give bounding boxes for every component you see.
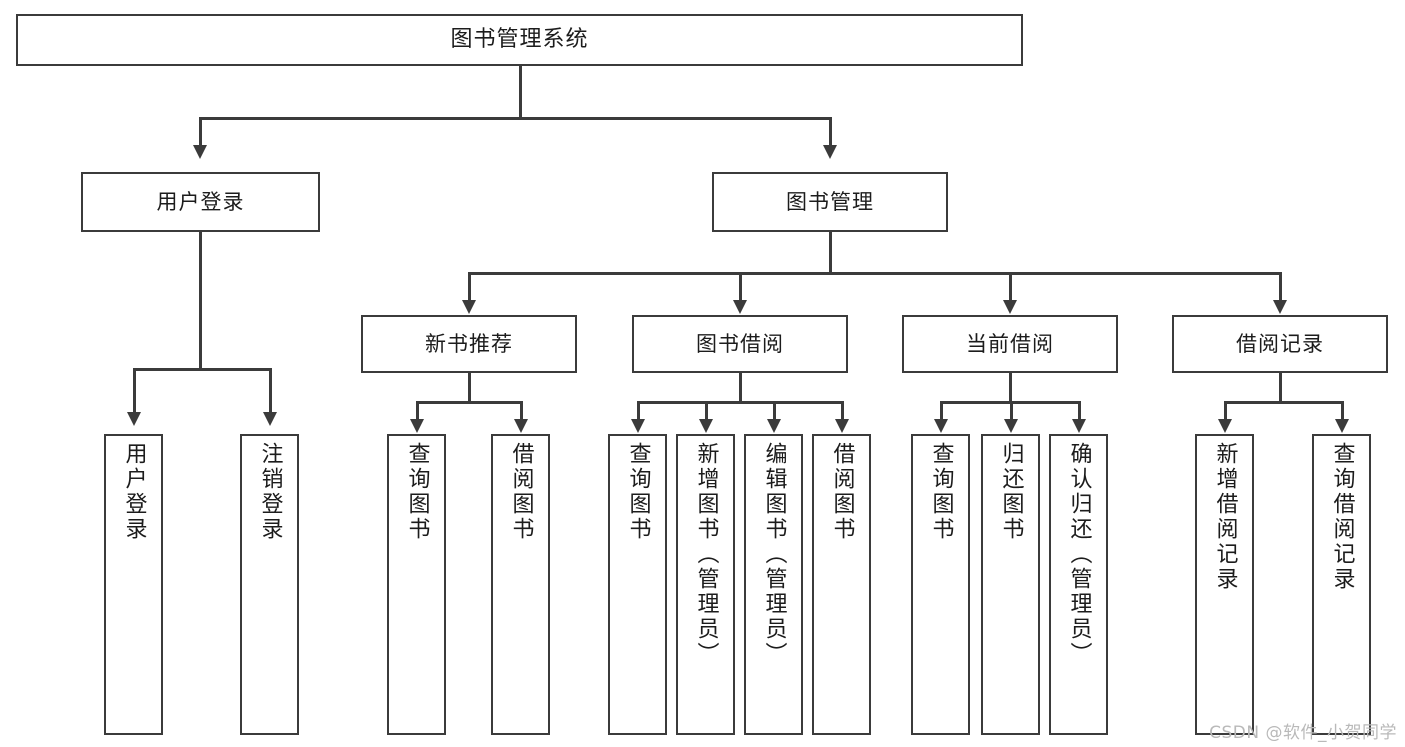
arrowhead-root-to-book-management <box>823 145 837 159</box>
connector-bookborrow-leaf-3 <box>773 401 776 421</box>
arrowhead-newbook-leaf-1 <box>410 419 424 433</box>
leaf-label: 注销登录 <box>257 442 283 542</box>
arrowhead-bookborrow-leaf-1 <box>631 419 645 433</box>
node-new-book-recommend[interactable]: 新书推荐 <box>361 315 577 373</box>
arrowhead-currentborrow-leaf-3 <box>1072 419 1086 433</box>
arrowhead-bm-new-book <box>462 300 476 314</box>
connector-bm-to-book-borrow <box>739 272 742 302</box>
node-label: 图书管理 <box>786 189 874 214</box>
leaf-new-book-borrow-book[interactable]: 借阅图书 <box>491 434 550 735</box>
leaf-label: 新增图书（管理员） <box>693 442 719 667</box>
leaf-label: 查询借阅记录 <box>1329 442 1355 592</box>
connector-bm-to-current-borrow <box>1009 272 1012 302</box>
arrowhead-bookborrow-leaf-4 <box>835 419 849 433</box>
node-user-login[interactable]: 用户登录 <box>81 172 320 232</box>
connector-currentborrow-stem <box>1009 373 1012 403</box>
leaf-label: 借阅图书 <box>508 442 534 542</box>
node-borrow-record[interactable]: 借阅记录 <box>1172 315 1388 373</box>
leaf-user-login-login[interactable]: 用户登录 <box>104 434 163 735</box>
node-current-borrow[interactable]: 当前借阅 <box>902 315 1118 373</box>
arrowhead-user-login-leaf-1 <box>127 412 141 426</box>
leaf-current-borrow-confirm-return-admin[interactable]: 确认归还（管理员） <box>1049 434 1108 735</box>
connector-currentborrow-leaf-1 <box>940 401 943 421</box>
connector-newbook-leaf-1 <box>416 401 419 421</box>
arrowhead-bm-borrow-record <box>1273 300 1287 314</box>
connector-bm-to-borrow-record <box>1279 272 1282 302</box>
arrowhead-root-to-user-login <box>193 145 207 159</box>
connector-currentborrow-leaf-2 <box>1010 401 1013 421</box>
arrowhead-borrowrecord-leaf-2 <box>1335 419 1349 433</box>
leaf-label: 用户登录 <box>121 442 147 542</box>
node-root-book-management-system[interactable]: 图书管理系统 <box>16 14 1023 66</box>
leaf-book-borrow-borrow-book[interactable]: 借阅图书 <box>812 434 871 735</box>
arrowhead-bm-book-borrow <box>733 300 747 314</box>
node-book-management[interactable]: 图书管理 <box>712 172 948 232</box>
connector-bookborrow-stem <box>739 373 742 403</box>
connector-book-management-bus <box>468 272 1280 275</box>
leaf-borrow-record-query-record[interactable]: 查询借阅记录 <box>1312 434 1371 735</box>
node-label: 新书推荐 <box>425 331 513 356</box>
connector-root-stem <box>519 66 522 118</box>
leaf-current-borrow-query-book[interactable]: 查询图书 <box>911 434 970 735</box>
connector-newbook-leaf-2 <box>520 401 523 421</box>
connector-user-login-bus <box>133 368 271 371</box>
leaf-book-borrow-add-book-admin[interactable]: 新增图书（管理员） <box>676 434 735 735</box>
node-label: 图书管理系统 <box>450 27 589 52</box>
leaf-label: 查询图书 <box>404 442 430 542</box>
connector-bookborrow-leaf-4 <box>841 401 844 421</box>
leaf-book-borrow-query-book[interactable]: 查询图书 <box>608 434 667 735</box>
connector-user-login-to-leaf-1 <box>133 368 136 414</box>
connector-book-management-stem <box>829 232 832 274</box>
arrowhead-currentborrow-leaf-1 <box>934 419 948 433</box>
connector-newbook-bus <box>416 401 522 404</box>
connector-borrowrecord-stem <box>1279 373 1282 403</box>
leaf-new-book-query-book[interactable]: 查询图书 <box>387 434 446 735</box>
arrowhead-user-login-leaf-2 <box>263 412 277 426</box>
leaf-label: 查询图书 <box>625 442 651 542</box>
leaf-label: 确认归还（管理员） <box>1066 442 1092 667</box>
connector-bookborrow-leaf-2 <box>705 401 708 421</box>
connector-bookborrow-bus <box>637 401 843 404</box>
arrowhead-currentborrow-leaf-2 <box>1004 419 1018 433</box>
node-book-borrow[interactable]: 图书借阅 <box>632 315 848 373</box>
arrowhead-bookborrow-leaf-2 <box>699 419 713 433</box>
connector-bookborrow-leaf-1 <box>637 401 640 421</box>
connector-root-to-user-login <box>199 117 202 147</box>
leaf-book-borrow-edit-book-admin[interactable]: 编辑图书（管理员） <box>744 434 803 735</box>
connector-root-bus <box>199 117 831 120</box>
leaf-borrow-record-add-record[interactable]: 新增借阅记录 <box>1195 434 1254 735</box>
leaf-label: 编辑图书（管理员） <box>761 442 787 667</box>
connector-borrowrecord-bus <box>1224 401 1343 404</box>
leaf-label: 查询图书 <box>928 442 954 542</box>
connector-borrowrecord-leaf-1 <box>1224 401 1227 421</box>
node-label: 借阅记录 <box>1236 331 1324 356</box>
connector-user-login-stem <box>199 232 202 370</box>
connector-root-to-book-management <box>829 117 832 147</box>
connector-user-login-to-leaf-2 <box>269 368 272 414</box>
node-label: 当前借阅 <box>966 331 1054 356</box>
node-label: 用户登录 <box>156 189 245 214</box>
leaf-label: 新增借阅记录 <box>1212 442 1238 592</box>
connector-borrowrecord-leaf-2 <box>1341 401 1344 421</box>
arrowhead-bookborrow-leaf-3 <box>767 419 781 433</box>
leaf-label: 归还图书 <box>998 442 1024 542</box>
arrowhead-bm-current-borrow <box>1003 300 1017 314</box>
leaf-current-borrow-return-book[interactable]: 归还图书 <box>981 434 1040 735</box>
arrowhead-newbook-leaf-2 <box>514 419 528 433</box>
leaf-user-login-logout[interactable]: 注销登录 <box>240 434 299 735</box>
connector-bm-to-new-book <box>468 272 471 302</box>
arrowhead-borrowrecord-leaf-1 <box>1218 419 1232 433</box>
connector-currentborrow-leaf-3 <box>1078 401 1081 421</box>
connector-newbook-stem <box>468 373 471 403</box>
leaf-label: 借阅图书 <box>829 442 855 542</box>
node-label: 图书借阅 <box>696 331 784 356</box>
connector-currentborrow-bus <box>940 401 1079 404</box>
